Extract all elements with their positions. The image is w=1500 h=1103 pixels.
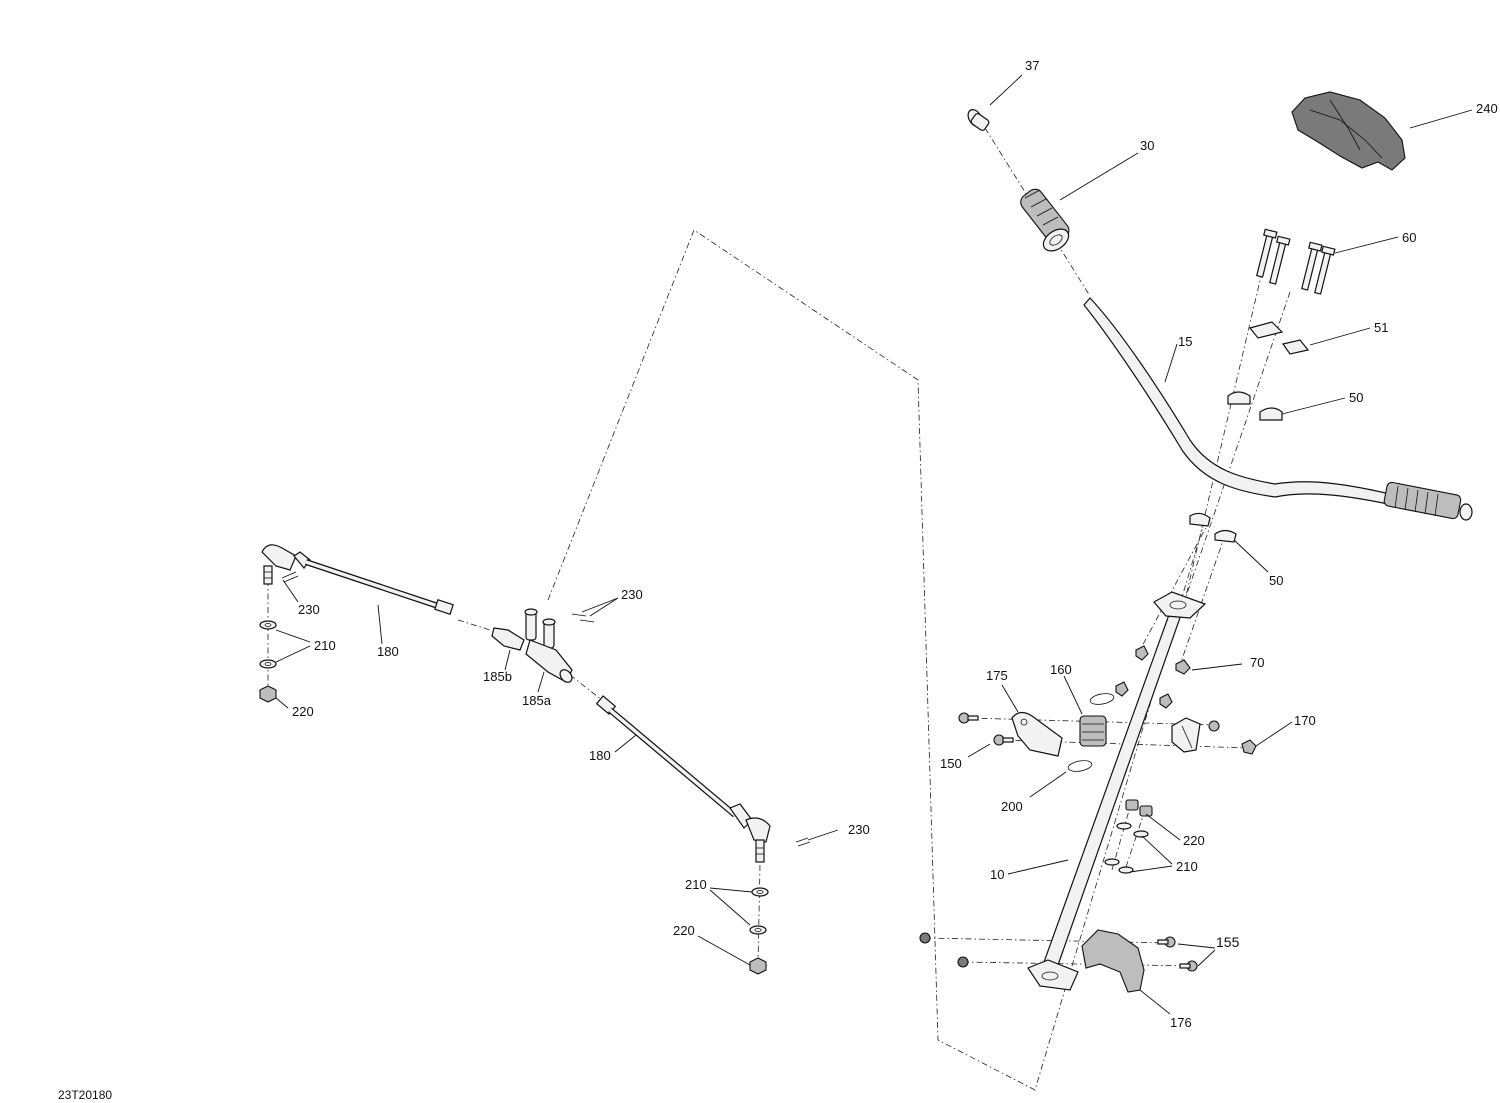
hand-grip-part <box>1020 188 1070 252</box>
callout-240: 240 <box>1476 101 1498 116</box>
callout-51: 51 <box>1374 320 1388 335</box>
callout-230-right: 230 <box>848 822 870 837</box>
left-bracket-part <box>1011 711 1063 757</box>
callout-180-lower: 180 <box>589 748 611 763</box>
callout-70: 70 <box>1250 655 1264 670</box>
callout-176: 176 <box>1170 1015 1192 1030</box>
callout-210-left: 210 <box>314 638 336 653</box>
callout-labels: 37 240 30 60 51 15 50 50 70 175 160 170 … <box>292 58 1498 1030</box>
assembly-guide-lines <box>267 127 1291 1091</box>
bar-end-plug-part <box>967 109 990 131</box>
callout-180-upper: 180 <box>377 644 399 659</box>
callout-150: 150 <box>940 756 962 771</box>
callout-15: 15 <box>1178 334 1192 349</box>
spacers-washers-right-part <box>1104 799 1153 874</box>
callout-200: 200 <box>1001 799 1023 814</box>
callout-230-left: 230 <box>298 602 320 617</box>
clamp-plates-part <box>1248 321 1310 355</box>
callout-170: 170 <box>1294 713 1316 728</box>
leader-lines <box>275 74 1473 1015</box>
cotter-pins-part <box>281 571 811 847</box>
reference-code: 23T20180 <box>58 1088 112 1102</box>
callout-50-upper: 50 <box>1349 390 1363 405</box>
lower-bracket-part <box>1081 929 1145 993</box>
washers-nuts-left-part <box>259 620 769 975</box>
callout-220-left: 220 <box>292 704 314 719</box>
callout-30: 30 <box>1140 138 1154 153</box>
nuts-part <box>1115 645 1191 709</box>
callout-185a: 185a <box>522 693 552 708</box>
callout-175: 175 <box>986 668 1008 683</box>
callout-210-right: 210 <box>1176 859 1198 874</box>
right-bracket-part <box>1171 717 1201 753</box>
handlebar-pad-part <box>1291 91 1406 171</box>
handlebar-part <box>1083 297 1473 521</box>
callout-10: 10 <box>990 867 1004 882</box>
callout-60: 60 <box>1402 230 1416 245</box>
callout-220-right: 220 <box>1183 833 1205 848</box>
callout-185b: 185b <box>483 669 512 684</box>
callout-220-bottom: 220 <box>673 923 695 938</box>
callout-155: 155 <box>1216 934 1240 950</box>
callout-50-lower: 50 <box>1269 573 1283 588</box>
center-ball-joints-part <box>491 608 573 683</box>
tie-rod-upper-part <box>261 544 454 615</box>
callout-210-bottom: 210 <box>685 877 707 892</box>
callout-37: 37 <box>1025 58 1039 73</box>
bushing-part <box>1067 693 1115 772</box>
callout-230-center: 230 <box>621 587 643 602</box>
upper-clamps-part <box>1189 391 1283 543</box>
tie-rod-lower-part <box>595 695 771 863</box>
callout-160: 160 <box>1050 662 1072 677</box>
bracket-bolts-part <box>919 712 1257 972</box>
clamp-bolts-part <box>1256 228 1336 295</box>
steering-column-part <box>1027 591 1207 991</box>
